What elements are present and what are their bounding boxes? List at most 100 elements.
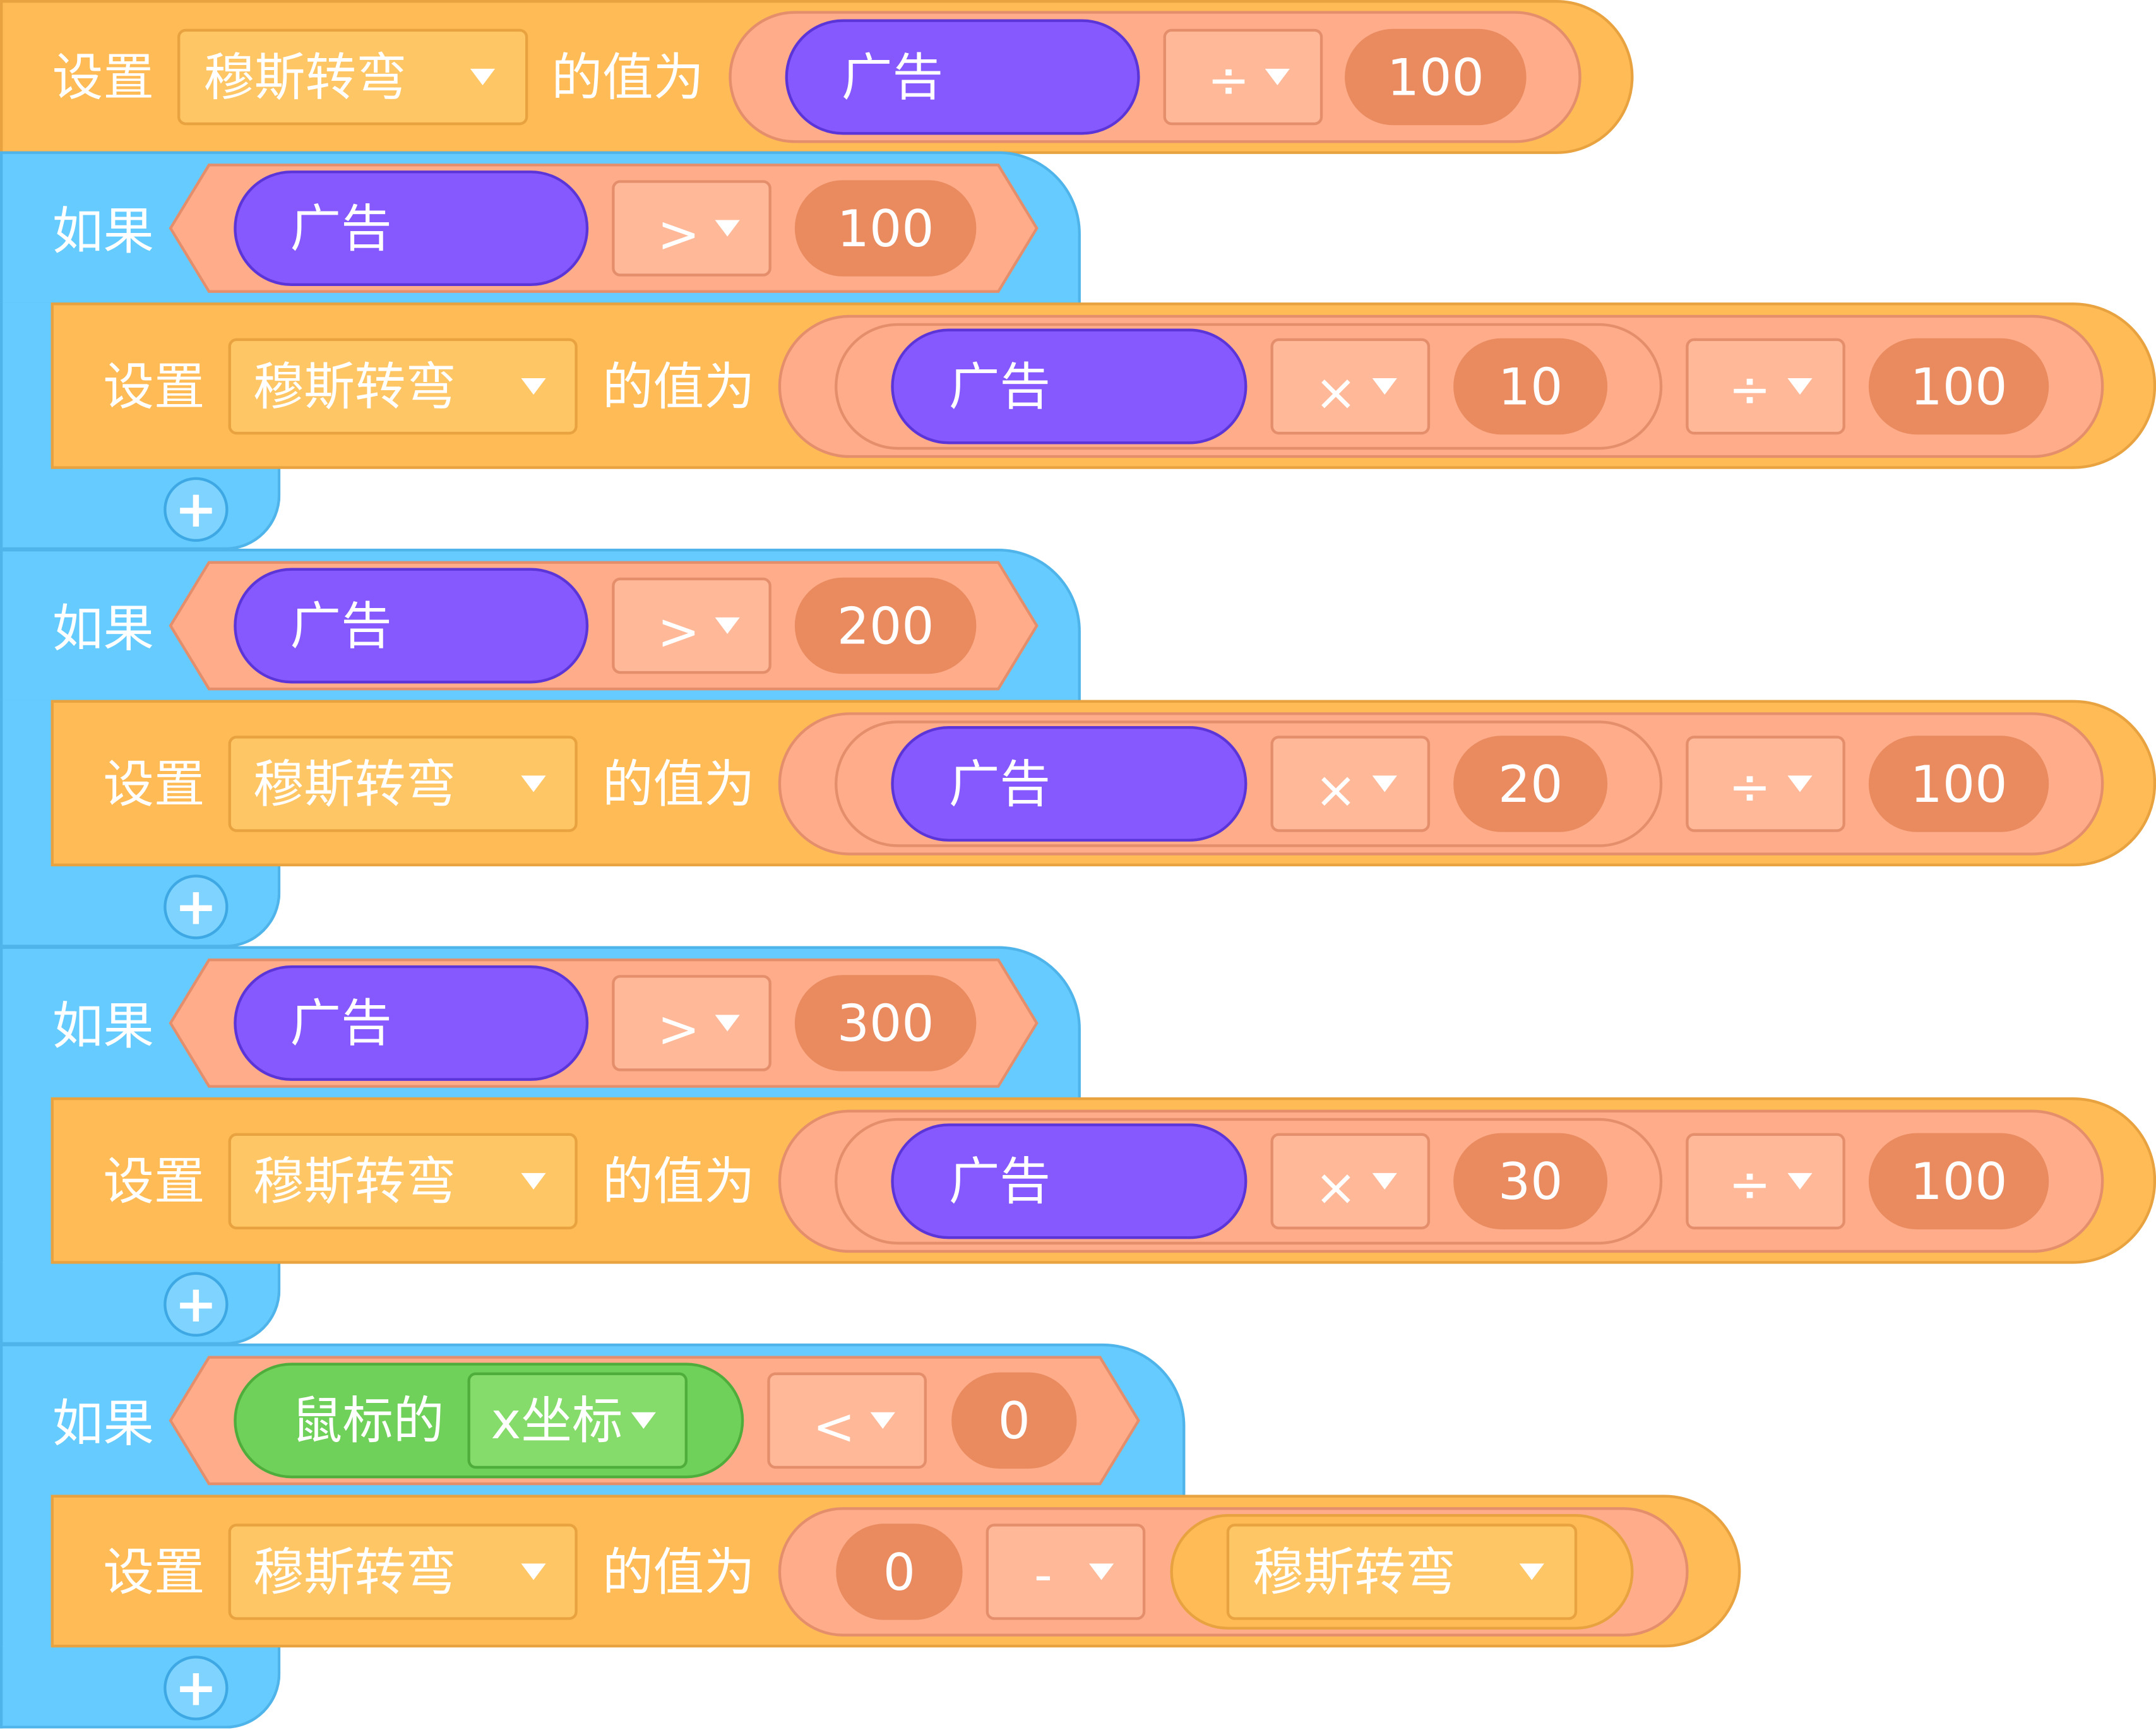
ad-variable-label: 广告: [948, 357, 1051, 416]
multiply-dropdown[interactable]: [1270, 338, 1431, 435]
number-input[interactable]: [1345, 28, 1527, 126]
number-input-value: 0: [883, 1542, 916, 1602]
if-label: 如果: [52, 996, 154, 1056]
chevron-down-icon: [521, 378, 546, 395]
variable-dropdown[interactable]: [228, 1524, 578, 1620]
number-input[interactable]: [1868, 736, 2049, 832]
mouse-of-label: 鼠标的: [291, 1391, 444, 1450]
compare-dropdown[interactable]: [612, 577, 771, 674]
chevron-down-icon: [1787, 1172, 1813, 1190]
chevron-down-icon: [1787, 775, 1813, 792]
chevron-down-icon: [1372, 378, 1397, 395]
variable-dropdown[interactable]: [228, 736, 578, 832]
number-input[interactable]: [836, 1524, 963, 1620]
number-input[interactable]: [1868, 338, 2049, 435]
add-branch-button[interactable]: [164, 1272, 229, 1337]
compare-dropdown[interactable]: [612, 180, 771, 277]
chevron-down-icon: [631, 1412, 656, 1429]
ad-variable-reporter[interactable]: [234, 568, 589, 684]
number-input[interactable]: [1453, 338, 1608, 435]
number-input-value: 200: [837, 596, 934, 655]
compare-dropdown[interactable]: [612, 975, 771, 1071]
chevron-down-icon: [715, 1015, 740, 1032]
chevron-down-icon: [1372, 1172, 1397, 1190]
operator-dropdown[interactable]: [1163, 28, 1323, 126]
variable-dropdown-label: 穆斯转弯: [253, 1152, 457, 1211]
divide-dropdown[interactable]: [1686, 1133, 1845, 1230]
number-input-value: 100: [1386, 47, 1484, 107]
value-is-label: 的值为: [602, 1152, 755, 1211]
if-label: 如果: [52, 599, 154, 659]
chevron-down-icon: [521, 775, 546, 792]
chevron-down-icon: [521, 1172, 546, 1190]
add-branch-button[interactable]: [164, 477, 229, 542]
compare-symbol: >: [657, 999, 700, 1058]
compare-dropdown[interactable]: [767, 1372, 927, 1469]
number-input-value: 100: [837, 198, 934, 258]
chevron-down-icon: [1088, 1563, 1114, 1580]
ad-variable-reporter[interactable]: [785, 19, 1140, 135]
divide-symbol: ÷: [1728, 756, 1772, 816]
number-input[interactable]: [1868, 1133, 2049, 1230]
variable-dropdown-label: 穆斯转弯: [253, 357, 457, 416]
add-branch-button[interactable]: [164, 874, 229, 940]
set-label: 设置: [103, 357, 205, 416]
ad-variable-label: 广告: [290, 993, 392, 1053]
plus-icon: +: [174, 479, 218, 539]
number-input[interactable]: [1453, 736, 1608, 832]
compare-symbol: <: [813, 1396, 855, 1456]
variable-dropdown[interactable]: [177, 28, 528, 126]
ad-variable-label: 广告: [290, 198, 392, 258]
variable-dropdown[interactable]: [228, 338, 578, 435]
variable-reporter-dropdown[interactable]: [1226, 1524, 1578, 1620]
value-is-label: 的值为: [602, 357, 755, 416]
number-input-value: 300: [837, 993, 934, 1053]
variable-dropdown-label: 穆斯转弯: [253, 1542, 457, 1602]
plus-icon: +: [174, 876, 218, 936]
if-block-footer: [0, 1262, 281, 1345]
ad-variable-label: 广告: [290, 596, 392, 655]
plus-icon: +: [174, 1657, 218, 1717]
variable-dropdown[interactable]: [228, 1133, 578, 1230]
subtract-dropdown[interactable]: [986, 1524, 1146, 1620]
chevron-down-icon: [1519, 1563, 1544, 1580]
number-input[interactable]: [951, 1372, 1077, 1469]
subtract-symbol: -: [1033, 1544, 1052, 1604]
multiply-symbol: ×: [1314, 760, 1357, 819]
value-is-label: 的值为: [551, 47, 705, 107]
multiply-symbol: ×: [1314, 1157, 1357, 1217]
set-label: 设置: [103, 754, 205, 814]
value-is-label: 的值为: [602, 754, 755, 814]
number-input[interactable]: [794, 180, 977, 277]
number-input-value: 30: [1498, 1152, 1563, 1211]
multiply-dropdown[interactable]: [1270, 736, 1431, 832]
divide-dropdown[interactable]: [1686, 736, 1845, 832]
ad-variable-reporter[interactable]: [234, 170, 589, 287]
number-input-value: 20: [1498, 754, 1563, 814]
chevron-down-icon: [470, 68, 496, 86]
operator-symbol: ÷: [1207, 50, 1250, 110]
number-input[interactable]: [794, 975, 977, 1071]
chevron-down-icon: [1787, 378, 1813, 395]
ad-variable-reporter[interactable]: [234, 965, 589, 1081]
if-block-arm: [0, 700, 56, 868]
if-block-arm: [0, 302, 56, 470]
chevron-down-icon: [870, 1412, 895, 1429]
compare-symbol: >: [657, 601, 700, 661]
number-input[interactable]: [1453, 1133, 1608, 1230]
value-is-label: 的值为: [602, 1542, 755, 1602]
add-branch-button[interactable]: [164, 1655, 229, 1721]
if-block-arm: [0, 1097, 56, 1265]
ad-variable-reporter[interactable]: [891, 328, 1248, 444]
number-input-value: 10: [1498, 357, 1563, 416]
ad-variable-reporter[interactable]: [891, 725, 1248, 842]
divide-dropdown[interactable]: [1686, 338, 1845, 435]
ad-variable-label: 广告: [948, 754, 1051, 814]
variable-dropdown-label: 穆斯转弯: [203, 47, 407, 107]
number-input[interactable]: [794, 577, 977, 674]
number-input-value: 100: [1910, 357, 2008, 416]
ad-variable-reporter[interactable]: [891, 1123, 1248, 1239]
chevron-down-icon: [715, 220, 740, 237]
variable-reporter-label: 穆斯转弯: [1253, 1542, 1456, 1602]
multiply-dropdown[interactable]: [1270, 1133, 1431, 1230]
